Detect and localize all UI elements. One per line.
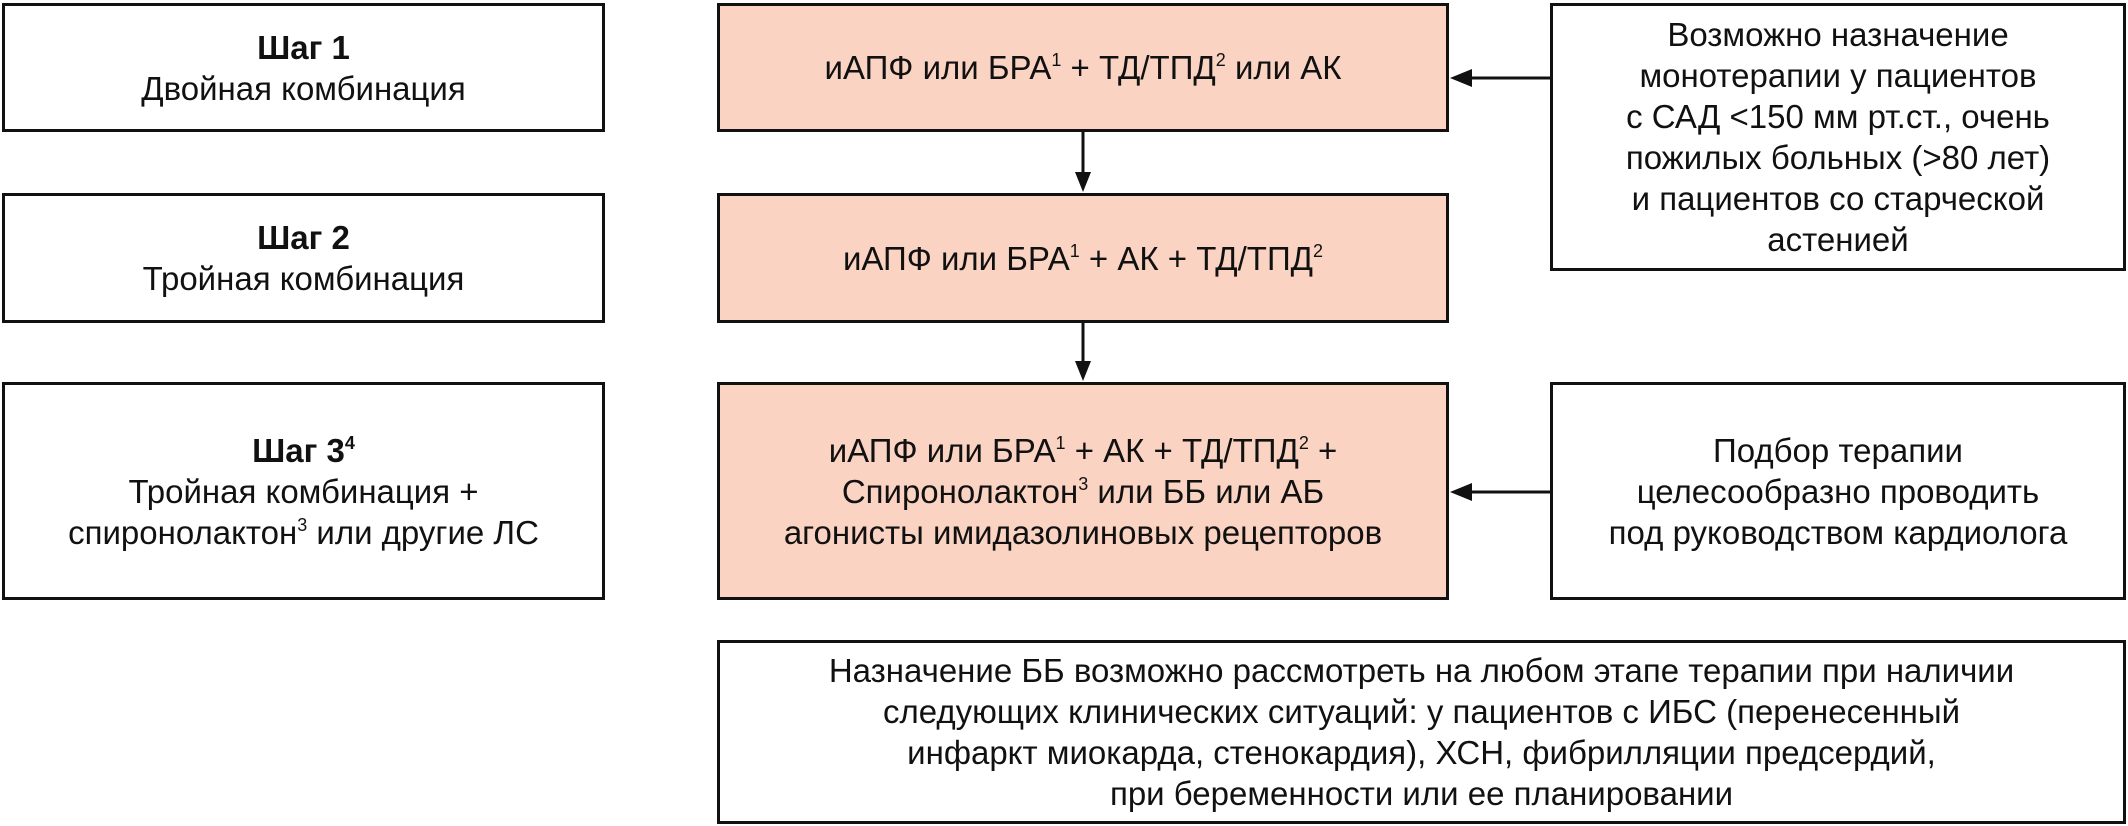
- footnote-marker: 1: [1055, 432, 1066, 453]
- text-line: Двойная комбинация: [141, 68, 466, 109]
- step-2-box: Шаг 2 Тройная комбинация: [2, 193, 605, 323]
- arrow-left-2: [1450, 483, 1550, 501]
- text-line: целесообразно проводить: [1637, 471, 2039, 512]
- text-segment: агонисты имидазолиновых рецепторов: [783, 513, 1383, 551]
- text-line: Возможно назначение: [1667, 14, 2008, 55]
- text-segment: под руководством кардиолога: [1608, 513, 2068, 551]
- regimen-1-box: иАПФ или БРА1 + ТД/ТПД2 или АК: [717, 3, 1449, 132]
- text-line: Тройная комбинация: [143, 258, 465, 299]
- footnote-marker: 2: [1313, 240, 1324, 261]
- text-line: при беременности или ее планировании: [1110, 773, 1733, 814]
- monotherapy-note-box: Возможно назначение монотерапии у пациент…: [1550, 3, 2126, 271]
- text-line: иАПФ или БРА1 + ТД/ТПД2 или АК: [825, 47, 1342, 88]
- text-segment: целесообразно проводить: [1636, 472, 2040, 510]
- text-segment: иАПФ или БРА: [842, 239, 1070, 277]
- text-segment: иАПФ или БРА: [824, 49, 1052, 86]
- text-segment: Шаг 2: [257, 219, 350, 256]
- text-line: и пациентов со старческой: [1632, 178, 2045, 219]
- text-segment: монотерапии у пациентов: [1639, 57, 2037, 94]
- footnote-marker: 1: [1051, 50, 1062, 70]
- text-line: агонисты имидазолиновых рецепторов: [784, 512, 1382, 553]
- text-segment: иАПФ или БРА: [828, 431, 1056, 469]
- text-segment: Шаг 3: [252, 431, 345, 469]
- footnote-marker: 3: [1078, 473, 1089, 494]
- text-segment: или АК: [1225, 49, 1342, 86]
- text-segment: Возможно назначение: [1667, 16, 2009, 53]
- text-line: Назначение ББ возможно рассмотреть на лю…: [829, 650, 2014, 691]
- text-segment: + ТД/ТПД: [1061, 49, 1216, 86]
- text-segment: Тройная комбинация: [142, 260, 465, 297]
- step-title: Шаг 34: [252, 430, 355, 471]
- text-segment: Тройная комбинация +: [128, 472, 479, 510]
- text-segment: следующих клинических ситуаций: у пациен…: [882, 693, 1961, 730]
- text-segment: + АК + ТД/ТПД: [1065, 431, 1299, 469]
- text-line: астенией: [1767, 219, 1908, 260]
- regimen-2-box: иАПФ или БРА1 + АК + ТД/ТПД2: [717, 193, 1449, 323]
- arrow-down-2: [1075, 323, 1091, 381]
- footnote-marker: 2: [1298, 432, 1309, 453]
- text-line: иАПФ или БРА1 + АК + ТД/ТПД2 +: [829, 430, 1338, 471]
- text-line: пожилых больных (>80 лет): [1626, 137, 2050, 178]
- text-segment: Шаг 1: [257, 28, 350, 66]
- arrow-down-1: [1075, 132, 1091, 192]
- text-segment: пожилых больных (>80 лет): [1625, 139, 2051, 176]
- beta-blocker-note-box: Назначение ББ возможно рассмотреть на лю…: [717, 640, 2126, 824]
- text-segment: Назначение ББ возможно рассмотреть на лю…: [828, 652, 2015, 689]
- text-line: иАПФ или БРА1 + АК + ТД/ТПД2: [843, 238, 1323, 279]
- footnote-marker: 4: [344, 432, 355, 453]
- text-line: Подбор терапии: [1713, 430, 1963, 471]
- text-segment: +: [1308, 431, 1338, 469]
- text-segment: спиронолактон: [68, 513, 298, 551]
- footnote-marker: 2: [1215, 50, 1226, 70]
- text-line: Спиронолактон3 или ББ или АБ: [842, 471, 1324, 512]
- text-segment: + АК + ТД/ТПД: [1079, 239, 1314, 277]
- text-segment: астенией: [1767, 221, 1909, 258]
- text-line: Тройная комбинация +: [128, 471, 478, 512]
- text-line: монотерапии у пациентов: [1639, 55, 2036, 96]
- text-segment: или ББ или АБ: [1088, 472, 1325, 510]
- text-segment: инфаркт миокарда, стенокардия), ХСН, фиб…: [907, 734, 1936, 771]
- text-segment: и пациентов со старческой: [1631, 180, 2045, 217]
- text-segment: Двойная комбинация: [141, 69, 466, 107]
- footnote-marker: 3: [297, 514, 308, 535]
- text-line: следующих клинических ситуаций: у пациен…: [883, 691, 1960, 732]
- text-line: с САД <150 мм рт.ст., очень: [1626, 96, 2050, 137]
- footnote-marker: 1: [1069, 240, 1080, 261]
- arrow-left-1: [1450, 69, 1550, 87]
- step-title: Шаг 2: [257, 217, 350, 258]
- text-line: спиронолактон3 или другие ЛС: [68, 512, 539, 553]
- text-segment: с САД <150 мм рт.ст., очень: [1626, 98, 2050, 135]
- step-title: Шаг 1: [257, 27, 350, 68]
- regimen-3-box: иАПФ или БРА1 + АК + ТД/ТПД2 +Спиронолак…: [717, 382, 1449, 600]
- text-segment: Спиронолактон: [841, 472, 1079, 510]
- text-segment: при беременности или ее планировании: [1109, 775, 1734, 812]
- text-line: инфаркт миокарда, стенокардия), ХСН, фиб…: [907, 732, 1936, 773]
- text-segment: Подбор терапии: [1713, 431, 1963, 469]
- text-segment: или другие ЛС: [307, 513, 539, 551]
- text-line: под руководством кардиолога: [1609, 512, 2068, 553]
